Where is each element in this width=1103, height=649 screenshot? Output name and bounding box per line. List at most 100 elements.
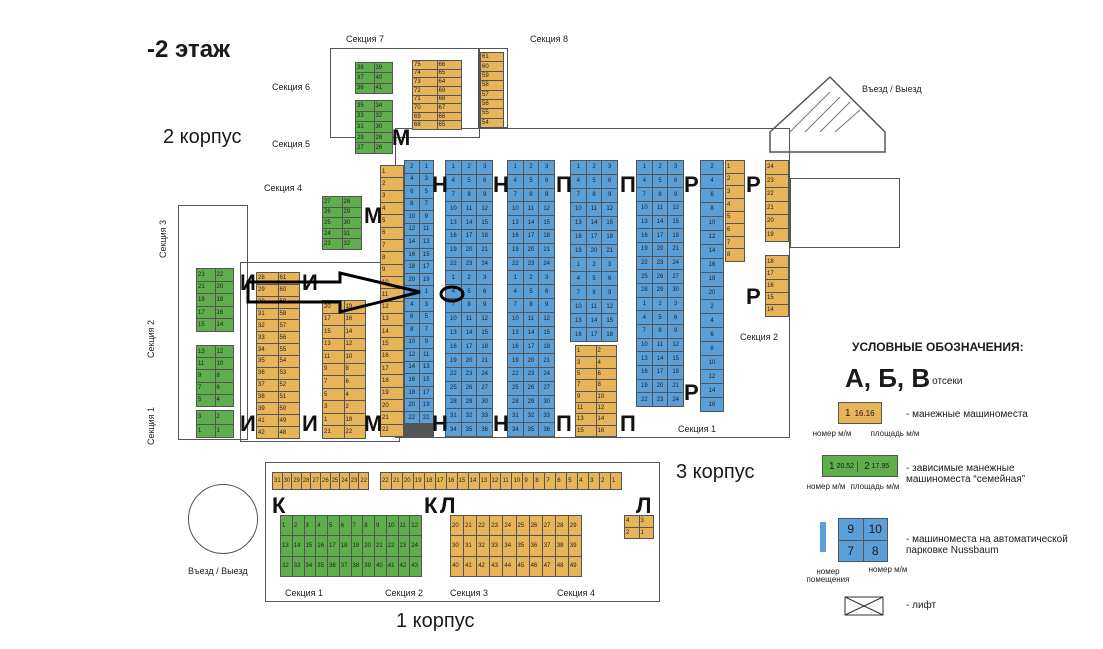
- parking-spot[interactable]: 15: [766, 292, 788, 304]
- parking-spot[interactable]: 37: [542, 536, 555, 556]
- parking-spot[interactable]: 12: [490, 473, 501, 489]
- parking-spot[interactable]: 10: [701, 356, 723, 370]
- parking-spot[interactable]: 7: [508, 188, 523, 202]
- parking-spot[interactable]: 35: [316, 556, 327, 576]
- parking-spot[interactable]: 20: [701, 286, 723, 300]
- parking-spot[interactable]: 35: [516, 536, 529, 556]
- parking-spot[interactable]: 1: [571, 161, 586, 174]
- parking-spot[interactable]: 5: [523, 285, 539, 298]
- parking-spot[interactable]: 12: [668, 338, 683, 352]
- parking-spot[interactable]: 10: [215, 358, 233, 370]
- parking-spot[interactable]: 65: [437, 69, 461, 78]
- parking-spot[interactable]: 21: [477, 243, 492, 257]
- parking-spot[interactable]: 21: [766, 201, 788, 214]
- parking-spot[interactable]: 8: [701, 342, 723, 356]
- parking-spot[interactable]: 23: [349, 473, 359, 489]
- parking-spot[interactable]: 21: [323, 426, 344, 438]
- parking-spot[interactable]: 4: [625, 516, 639, 527]
- parking-spot[interactable]: 71: [413, 95, 437, 104]
- parking-spot[interactable]: 30: [342, 218, 361, 228]
- parking-spot[interactable]: 39: [568, 536, 581, 556]
- parking-spot[interactable]: 16: [766, 280, 788, 292]
- parking-spot[interactable]: 39: [257, 403, 278, 415]
- parking-spot[interactable]: 48: [555, 556, 568, 576]
- parking-spot[interactable]: 23: [197, 269, 215, 281]
- parking-spot[interactable]: 32: [461, 409, 477, 423]
- parking-spot[interactable]: 31: [508, 409, 523, 423]
- parking-spot[interactable]: 19: [637, 243, 652, 256]
- parking-spot[interactable]: 33: [477, 409, 492, 423]
- parking-spot[interactable]: 29: [356, 132, 374, 143]
- parking-spot[interactable]: 30: [451, 536, 464, 556]
- parking-spot[interactable]: 20: [402, 473, 413, 489]
- parking-spot[interactable]: 29: [461, 395, 477, 409]
- parking-spot[interactable]: 16: [215, 306, 233, 319]
- parking-spot[interactable]: 15: [602, 216, 617, 230]
- parking-spot[interactable]: 39: [363, 556, 374, 576]
- parking-spot[interactable]: 7: [446, 188, 461, 202]
- parking-spot[interactable]: 67: [437, 104, 461, 112]
- parking-spot[interactable]: 3: [589, 473, 600, 489]
- parking-spot[interactable]: 56: [278, 332, 299, 344]
- parking-spot[interactable]: 1: [323, 413, 344, 426]
- parking-spot[interactable]: 14: [461, 216, 477, 229]
- parking-spot[interactable]: 35: [257, 355, 278, 367]
- parking-spot[interactable]: 13: [571, 216, 586, 230]
- parking-spot[interactable]: 14: [292, 536, 304, 556]
- parking-spot[interactable]: 10: [405, 336, 419, 349]
- parking-spot[interactable]: 6: [339, 516, 351, 536]
- parking-spot[interactable]: 11: [398, 516, 410, 536]
- parking-spot[interactable]: 1: [419, 161, 433, 173]
- parking-spot[interactable]: 26: [523, 381, 539, 395]
- parking-spot[interactable]: 15: [477, 216, 492, 229]
- parking-spot[interactable]: 60: [481, 62, 503, 71]
- parking-spot[interactable]: 1: [215, 424, 233, 437]
- parking-spot[interactable]: 32: [281, 556, 292, 576]
- parking-spot[interactable]: 13: [576, 414, 596, 425]
- parking-spot[interactable]: 22: [344, 426, 365, 438]
- parking-spot[interactable]: 16: [405, 248, 419, 261]
- parking-spot[interactable]: 7: [197, 382, 215, 394]
- parking-spot[interactable]: 24: [477, 257, 492, 271]
- parking-spot[interactable]: 12: [410, 516, 421, 536]
- parking-spot[interactable]: 13: [571, 314, 586, 328]
- parking-spot[interactable]: 48: [278, 427, 299, 438]
- parking-spot[interactable]: 29: [342, 207, 361, 218]
- parking-spot[interactable]: 53: [278, 367, 299, 379]
- parking-spot[interactable]: 11: [652, 202, 668, 215]
- parking-spot[interactable]: 15: [539, 216, 554, 229]
- parking-spot[interactable]: 1: [571, 258, 586, 272]
- parking-spot[interactable]: 4: [726, 198, 744, 211]
- parking-spot[interactable]: 11: [523, 312, 539, 326]
- parking-spot[interactable]: 61: [481, 53, 503, 62]
- parking-spot[interactable]: 11: [419, 223, 433, 236]
- parking-spot[interactable]: 6: [602, 174, 617, 188]
- parking-spot[interactable]: 17: [197, 306, 215, 319]
- parking-spot[interactable]: 12: [344, 338, 365, 351]
- parking-spot[interactable]: 19: [381, 387, 403, 400]
- parking-spot[interactable]: 11: [501, 473, 512, 489]
- parking-spot[interactable]: 28: [301, 473, 311, 489]
- parking-spot[interactable]: 9: [419, 336, 433, 349]
- parking-spot[interactable]: 3: [477, 161, 492, 174]
- parking-spot[interactable]: 34: [508, 423, 523, 436]
- parking-spot[interactable]: 22: [508, 257, 523, 271]
- parking-spot[interactable]: 33: [292, 556, 304, 576]
- parking-spot[interactable]: 59: [481, 71, 503, 81]
- parking-spot[interactable]: 1: [639, 527, 653, 538]
- parking-spot[interactable]: 9: [197, 370, 215, 382]
- parking-spot[interactable]: 6: [556, 473, 567, 489]
- parking-spot[interactable]: 52: [278, 379, 299, 391]
- parking-spot[interactable]: 14: [586, 216, 602, 230]
- parking-spot[interactable]: 6: [701, 188, 723, 202]
- parking-spot[interactable]: 35: [356, 101, 374, 111]
- parking-spot[interactable]: 26: [323, 207, 342, 218]
- parking-spot[interactable]: 19: [197, 294, 215, 306]
- parking-spot[interactable]: 16: [405, 374, 419, 386]
- parking-spot[interactable]: 15: [419, 248, 433, 261]
- parking-spot[interactable]: 27: [542, 516, 555, 536]
- parking-spot[interactable]: 25: [330, 473, 340, 489]
- parking-spot[interactable]: 19: [508, 243, 523, 257]
- parking-spot[interactable]: 9: [668, 188, 683, 201]
- parking-spot[interactable]: 38: [257, 391, 278, 403]
